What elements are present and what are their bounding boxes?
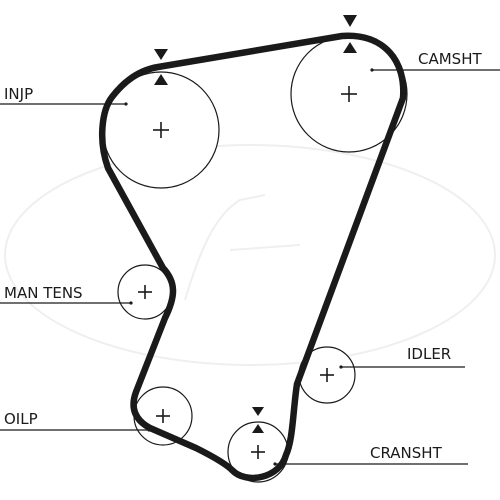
oilp-label: OILP — [4, 410, 38, 428]
watermark-logo — [4, 144, 496, 366]
injp-timing-mark — [154, 49, 168, 85]
camsht-timing-mark — [343, 15, 357, 53]
oilp-leader-dot — [147, 428, 151, 432]
man-tens-label: MAN TENS — [4, 284, 83, 302]
idler-leader-dot — [339, 365, 343, 369]
cranshnt-label: CRANSHT — [370, 444, 443, 462]
cranshnt-leader-dot — [273, 462, 277, 466]
injp-leader-dot — [124, 102, 128, 106]
camsht-leader-dot — [370, 68, 374, 72]
man-tens-pulley — [117, 264, 173, 320]
cranshnt-timing-mark — [252, 407, 264, 433]
injp-label: INJP — [4, 85, 33, 103]
idler-label: IDLER — [407, 345, 451, 363]
man-tens-leader-dot — [129, 301, 133, 305]
camsht-pulley — [290, 35, 408, 153]
timing-belt — [99, 32, 407, 482]
camsht-label: CAMSHT — [418, 50, 482, 68]
